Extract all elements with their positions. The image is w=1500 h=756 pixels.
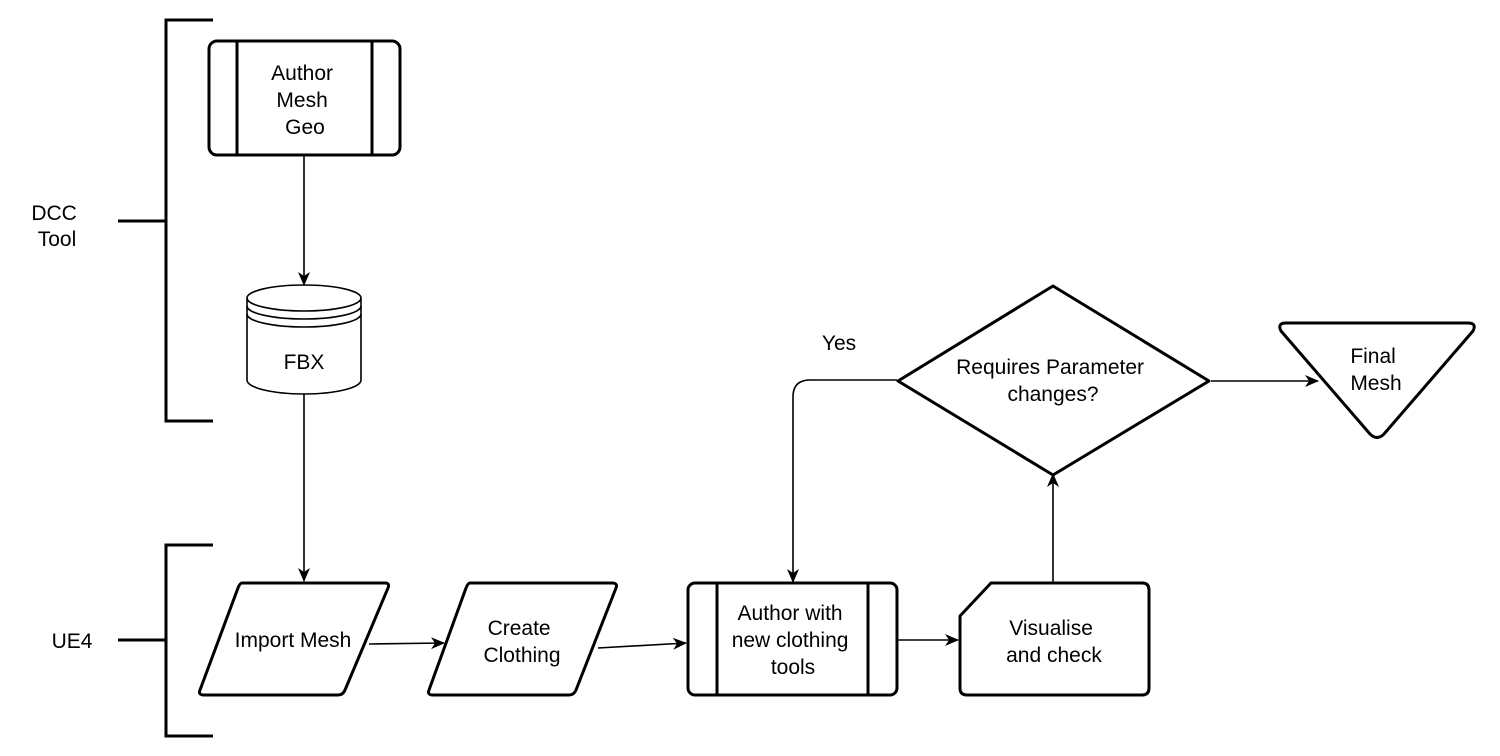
node-visualise-check-text: Visualise and check — [1006, 617, 1102, 667]
dcc-tool-label: DCC Tool — [31, 202, 82, 251]
node-author-mesh-geo[interactable]: Author Mesh Geo — [207, 39, 402, 157]
node-visualise-check[interactable]: Visualise and check — [958, 581, 1151, 697]
node-import-mesh-text: Import Mesh — [235, 629, 352, 652]
node-decision-text: Requires Parameter changes? — [956, 356, 1150, 406]
edge-label-yes: Yes — [822, 332, 856, 355]
node-author-mesh-geo-text: Author Mesh Geo — [271, 62, 339, 139]
ue4-bracket — [118, 543, 213, 738]
node-import-mesh[interactable]: Import Mesh — [198, 581, 391, 697]
ue4-label: UE4 — [52, 630, 93, 653]
node-author-clothing-tools-text: Author with new clothing tools — [732, 602, 855, 679]
edge-import-to-create — [368, 637, 445, 650]
node-final-mesh-text: Final Mesh — [1350, 345, 1401, 395]
node-create-clothing[interactable]: Create Clothing — [427, 581, 618, 697]
node-fbx-text: FBX — [284, 351, 325, 374]
node-decision-parameter-changes[interactable]: Requires Parameter changes? — [896, 284, 1211, 477]
node-create-clothing-text: Create Clothing — [483, 617, 560, 667]
node-final-mesh[interactable]: Final Mesh — [1278, 321, 1476, 439]
dcc-tool-bracket — [118, 18, 213, 423]
node-author-clothing-tools[interactable]: Author with new clothing tools — [686, 581, 899, 697]
node-fbx[interactable]: FBX — [246, 284, 362, 395]
edges — [298, 156, 1319, 650]
edge-decision-yes-loop — [787, 379, 897, 583]
edge-create-to-author-tools — [597, 637, 687, 650]
